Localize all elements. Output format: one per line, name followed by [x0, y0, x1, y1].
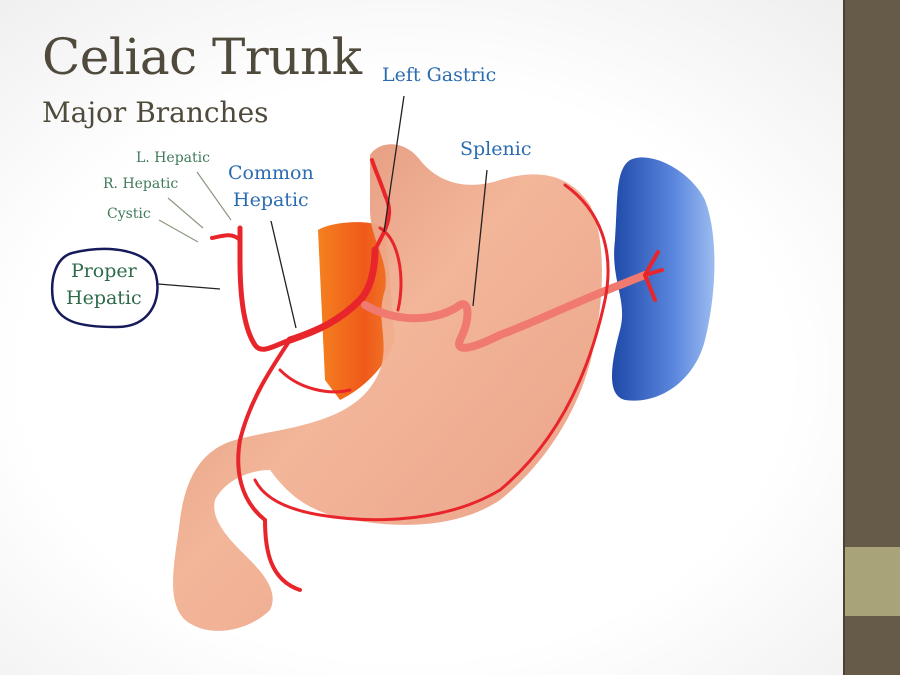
label-l-hepatic: L. Hepatic [136, 150, 210, 166]
label-left-gastric: Left Gastric [382, 64, 497, 86]
label-splenic: Splenic [460, 138, 532, 160]
right-gastric-vessel [278, 368, 352, 394]
label-common-hepatic: Common Hepatic [228, 160, 314, 214]
label-cystic: Cystic [107, 206, 151, 222]
left-gastric-loop [378, 226, 403, 312]
label-common-hepatic-line2: Hepatic [233, 189, 309, 211]
label-common-hepatic-line1: Common [228, 162, 314, 184]
leader-lines-green [158, 171, 232, 243]
stomach-shape [173, 144, 602, 631]
label-proper-hepatic: Proper Hepatic [66, 258, 142, 312]
sidebar-accent-band [845, 547, 900, 616]
label-proper-hepatic-line2: Hepatic [66, 287, 142, 309]
label-proper-hepatic-line1: Proper [70, 260, 137, 282]
gastroduodenal-vessel [236, 338, 302, 592]
cystic-branch [210, 233, 242, 242]
splenic-branches [643, 250, 664, 302]
arteries [210, 158, 664, 592]
spleen-shape [611, 157, 715, 401]
common-hepatic-vessel [237, 225, 293, 352]
splenic-vessel [361, 271, 649, 352]
slide-title: Celiac Trunk [42, 28, 362, 86]
slide-subtitle: Major Branches [42, 96, 269, 129]
left-gastric-vessel [370, 158, 392, 252]
label-r-hepatic: R. Hepatic [103, 176, 179, 192]
proper-hepatic-annotation-circle [51, 247, 159, 329]
greater-curvature-vessel [253, 183, 610, 522]
leader-lines [157, 95, 488, 329]
celiac-trunk-vessel [286, 246, 379, 344]
